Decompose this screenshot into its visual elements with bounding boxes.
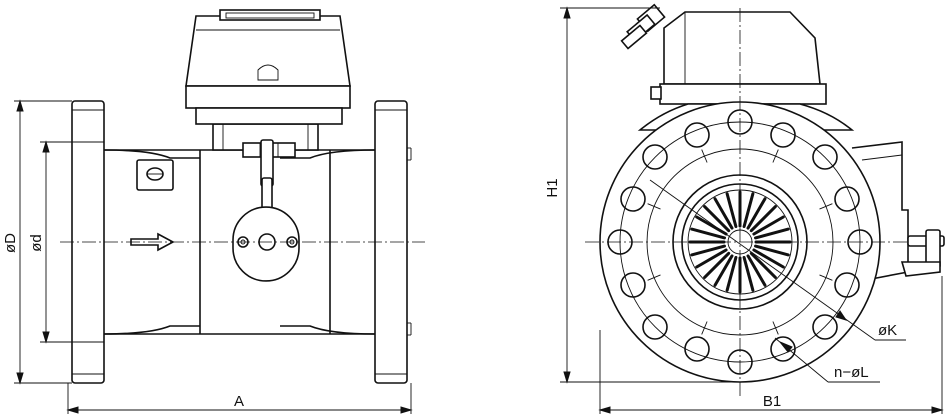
bolt-hole [684,336,710,362]
vane [690,244,726,257]
bolt-hole [770,336,796,362]
vane [749,205,777,233]
bolt-hole [642,144,668,170]
register-base [185,85,351,109]
vane [754,244,790,257]
leader-phiK [649,179,876,341]
face-tick [647,203,661,210]
vane [690,227,726,240]
face-tick [647,274,661,281]
bolt-hole [812,314,838,340]
bolt-hole [620,272,646,298]
front-register-head [663,11,821,85]
bolt-hole [812,144,838,170]
register-lid [219,9,321,21]
vane [752,215,785,236]
face-tick [772,149,779,163]
side-lever [900,229,945,277]
dim-label-phiK: øK [878,322,897,339]
bolt-hole [834,186,860,212]
register-head [185,15,351,87]
face-tick [772,321,779,335]
dim-label-nphiL: n−øL [834,364,869,381]
vane [713,197,734,230]
dim-label-H1: H1 [544,178,561,197]
vane [742,256,755,292]
front-view: øK n−øL H1 B1 [544,3,945,414]
bolt-hole [642,314,668,340]
vane [703,205,731,233]
front-register-base [659,83,827,105]
cable-gland [620,3,666,50]
dim-label-phiD: øD [2,233,19,253]
face-tick [819,274,833,281]
face-tick [701,149,708,163]
dim-label-B1: B1 [763,393,781,410]
side-view: øD ød A [2,9,425,414]
vane [742,192,755,228]
bolt-hole [620,186,646,212]
vane [703,251,731,279]
face-tick [819,203,833,210]
vane [752,248,785,269]
vane [713,254,734,287]
vane [754,227,790,240]
bolt-hole [834,272,860,298]
flow-direction-icon [130,232,175,252]
face-tick [701,321,708,335]
dim-label-phid: ød [28,234,45,252]
label-plate [136,159,174,191]
vane [725,192,738,228]
bolt-hole [684,122,710,148]
dim-label-A: A [234,393,244,410]
vane [749,251,777,279]
vane [746,197,767,230]
bolt-hole [770,122,796,148]
vane [695,248,728,269]
vane [746,254,767,287]
vane [725,256,738,292]
